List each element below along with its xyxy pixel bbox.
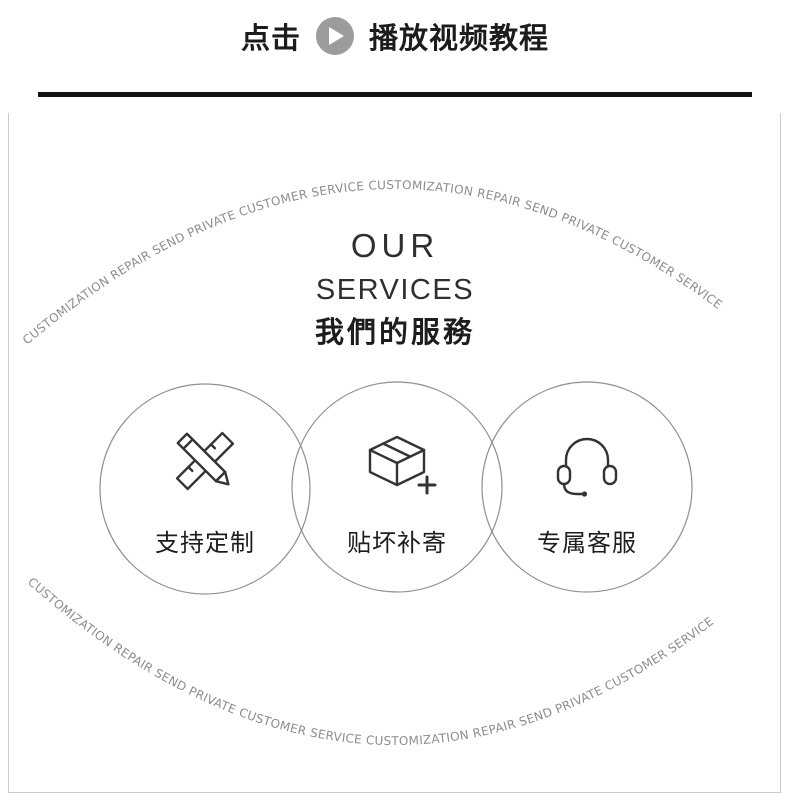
services-title-en-line2: SERVICES bbox=[316, 274, 474, 306]
service-circle-customize bbox=[99, 383, 311, 595]
play-button[interactable] bbox=[316, 17, 354, 55]
services-title-en-line1: OUR bbox=[351, 227, 439, 264]
services-panel: CUSTOMIZATION REPAIR SEND PRIVATE CUSTOM… bbox=[8, 113, 781, 793]
services-diagram: CUSTOMIZATION REPAIR SEND PRIVATE CUSTOM… bbox=[20, 178, 725, 748]
service-label-replacement: 贴坏补寄 bbox=[347, 530, 447, 557]
service-circle-replacement bbox=[291, 381, 503, 593]
headset-icon bbox=[556, 437, 618, 497]
play-icon bbox=[329, 27, 344, 45]
package-plus-icon bbox=[368, 435, 437, 495]
video-tutorial-banner: 点击 播放视频教程 bbox=[0, 12, 790, 60]
play-video-label: 播放视频教程 bbox=[369, 23, 550, 55]
click-label: 点击 bbox=[240, 23, 301, 55]
service-label-support: 专属客服 bbox=[537, 530, 637, 557]
service-label-customize: 支持定制 bbox=[155, 530, 255, 557]
ring-text-bottom: CUSTOMIZATION REPAIR SEND PRIVATE CUSTOM… bbox=[25, 575, 716, 748]
divider-rule bbox=[38, 92, 752, 97]
services-title-zh: 我們的服務 bbox=[315, 315, 475, 349]
service-circle-support bbox=[481, 381, 693, 593]
pencil-ruler-icon bbox=[175, 431, 235, 491]
